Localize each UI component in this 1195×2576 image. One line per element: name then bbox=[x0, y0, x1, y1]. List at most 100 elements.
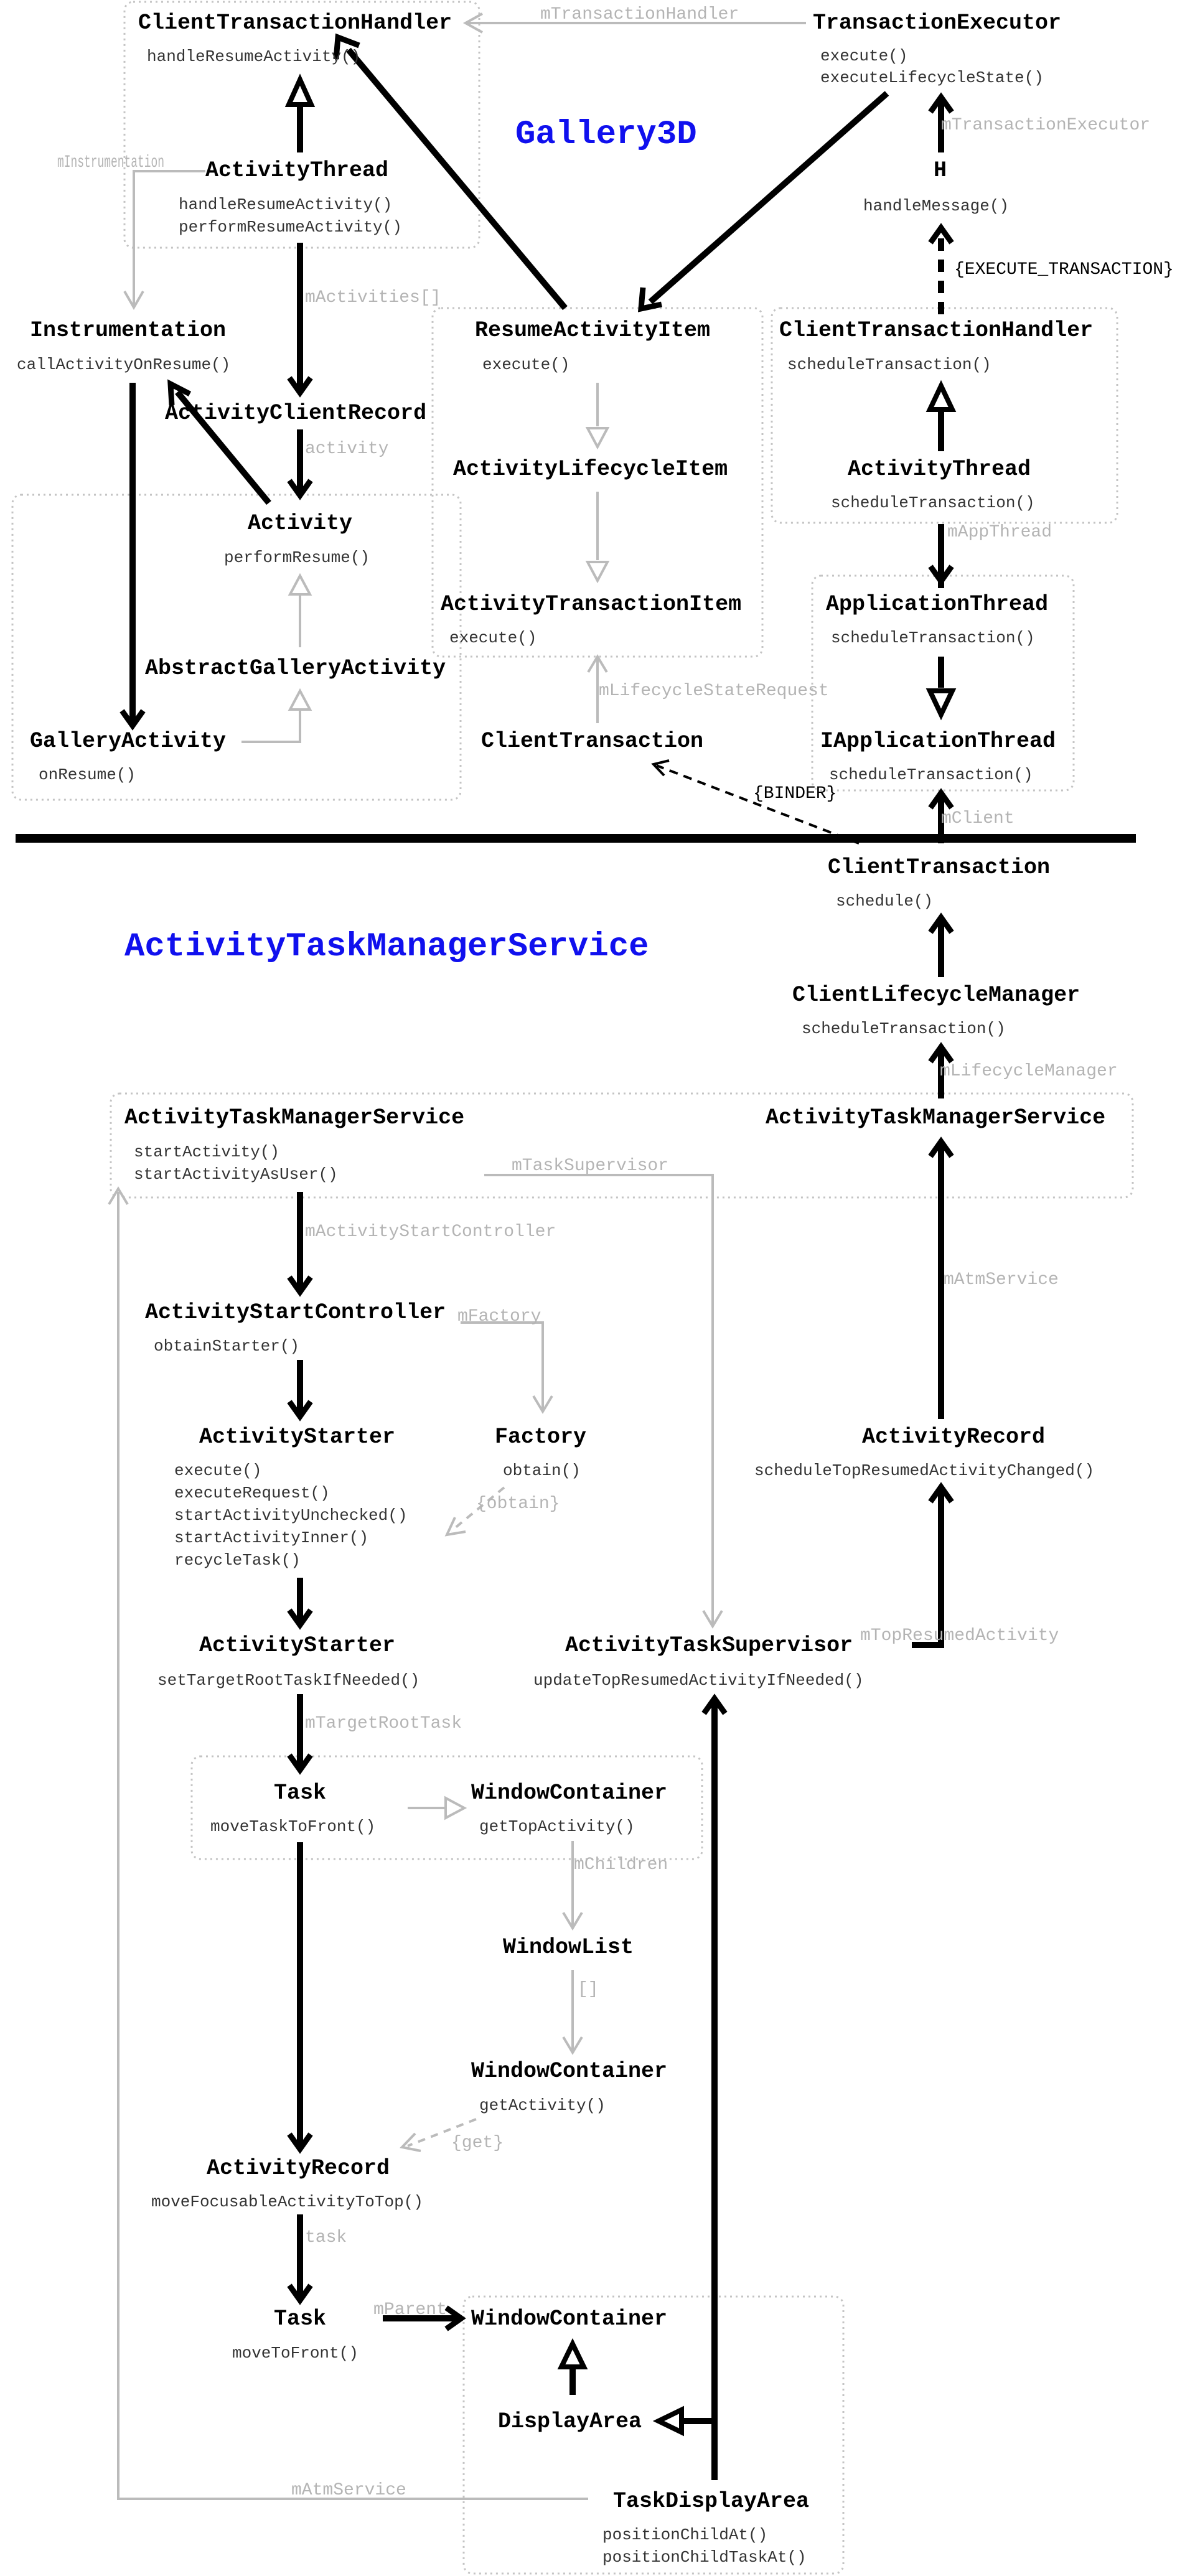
edge-label-obtain: {obtain} bbox=[476, 1494, 560, 1514]
edge-task2-to-wc3-arrowhead bbox=[444, 2305, 466, 2331]
svg-text:startActivityUnchecked(): startActivityUnchecked() bbox=[174, 1506, 407, 1525]
class-node-window-container-2: WindowContainer getActivity() bbox=[471, 2059, 667, 2115]
class-node-task: Task moveTaskToFront() bbox=[210, 1781, 375, 1836]
edge-cth2-to-h-arrowhead bbox=[928, 223, 954, 245]
svg-text:onResume(): onResume() bbox=[39, 766, 136, 784]
class-node-client-transaction-2: ClientTransaction schedule() bbox=[828, 855, 1050, 911]
group-box-application-thread bbox=[811, 574, 1075, 792]
svg-text:startActivityInner(): startActivityInner() bbox=[174, 1529, 368, 1547]
class-node-activity-task-manager-service: ActivityTaskManagerService startActivity… bbox=[124, 1105, 464, 1184]
edge-tda-to-atms1 bbox=[117, 1192, 588, 2500]
svg-text:ClientTransaction: ClientTransaction bbox=[828, 855, 1050, 880]
edge-label-mparent: mParent bbox=[373, 2300, 447, 2320]
svg-text:scheduleTransaction(): scheduleTransaction() bbox=[831, 629, 1035, 647]
edge-te-to-cth-arrowhead bbox=[462, 12, 483, 34]
class-node-factory: Factory obtain() bbox=[495, 1425, 586, 1480]
class-node-transaction-executor: TransactionExecutor execute() executeLif… bbox=[813, 11, 1061, 87]
edge-ga-to-aga-arrowhead bbox=[288, 688, 312, 711]
svg-text:executeLifecycleState(): executeLifecycleState() bbox=[820, 68, 1044, 87]
svg-text:ActivityLifecycleItem: ActivityLifecycleItem bbox=[453, 457, 728, 482]
edge-ct2-to-iat-arrowhead bbox=[928, 788, 954, 810]
edge-appt-to-iat-arrowhead bbox=[926, 688, 957, 721]
class-node-client-transaction: ClientTransaction bbox=[481, 729, 703, 754]
class-node-activity: Activity performResume() bbox=[224, 511, 370, 567]
edge-asc-to-factory bbox=[461, 1321, 544, 1410]
edge-atms1-to-ats bbox=[484, 1174, 714, 1624]
edge-label-mtransactionhandler: mTransactionHandler bbox=[540, 5, 739, 24]
class-node-abstract-gallery-activity: AbstractGalleryActivity bbox=[145, 656, 446, 681]
class-node-activity-thread: ActivityThread handleResumeActivity() pe… bbox=[179, 158, 402, 237]
svg-text:setTargetRootTaskIfNeeded(): setTargetRootTaskIfNeeded() bbox=[157, 1671, 419, 1690]
edge-label-mactivities: mActivities[] bbox=[305, 288, 441, 307]
svg-text:moveToFront(): moveToFront() bbox=[232, 2344, 358, 2363]
svg-text:execute(): execute() bbox=[820, 47, 907, 65]
svg-text:Activity: Activity bbox=[248, 511, 352, 536]
edge-label-mtargetroottask: mTargetRootTask bbox=[305, 1714, 462, 1733]
edge-wc2-to-ar2 bbox=[407, 2118, 477, 2147]
edge-tda-to-ats-arrowhead bbox=[701, 1693, 728, 1715]
edge-da-to-wc3-arrowhead bbox=[557, 2338, 588, 2369]
class-node-activity-thread-2: ActivityThread scheduleTransaction() bbox=[831, 457, 1035, 512]
group-box-task-window-container bbox=[190, 1755, 703, 1860]
svg-text:ActivityRecord: ActivityRecord bbox=[862, 1425, 1045, 1450]
edge-factory-to-as1 bbox=[450, 1486, 505, 1532]
svg-text:positionChildAt(): positionChildAt() bbox=[602, 2526, 767, 2544]
edge-asc-to-as1-arrowhead bbox=[287, 1400, 313, 1421]
edge-label-mfactory: mFactory bbox=[457, 1307, 541, 1326]
edge-ats-to-ar1-arrowhead bbox=[928, 1482, 954, 1504]
svg-text:performResume(): performResume() bbox=[224, 548, 370, 567]
edge-clm-to-ct2-arrowhead bbox=[928, 912, 954, 934]
svg-text:moveTaskToFront(): moveTaskToFront() bbox=[210, 1817, 375, 1836]
svg-text:scheduleTransaction(): scheduleTransaction() bbox=[787, 355, 991, 374]
svg-text:ActivityStarter: ActivityStarter bbox=[199, 1633, 395, 1658]
class-node-window-list: WindowList bbox=[503, 1935, 634, 1960]
svg-text:TransactionExecutor: TransactionExecutor bbox=[813, 11, 1061, 35]
edge-tda-to-da-arrowhead bbox=[652, 2405, 684, 2437]
svg-text:TaskDisplayArea: TaskDisplayArea bbox=[613, 2489, 809, 2514]
svg-text:Task: Task bbox=[274, 2307, 326, 2331]
edge-acr-to-activity-arrowhead bbox=[287, 479, 313, 500]
edge-label-mactivitystartcontroller: mActivityStartController bbox=[305, 1222, 556, 1242]
edge-at1-to-instr-arrowhead bbox=[123, 291, 144, 311]
edge-at2-to-cth2-arrowhead bbox=[926, 380, 957, 412]
svg-text:ResumeActivityItem: ResumeActivityItem bbox=[475, 318, 710, 343]
edge-label-mchildren: mChildren bbox=[574, 1855, 668, 1875]
edge-label-mlifecyclestaterequest: mLifecycleStateRequest bbox=[599, 681, 829, 701]
section-title-atms: ActivityTaskManagerService bbox=[124, 928, 649, 966]
svg-text:handleResumeActivity(): handleResumeActivity() bbox=[179, 195, 392, 214]
edge-ct2-to-ct1-arrowhead bbox=[651, 759, 670, 777]
edge-label-minstrumentation: mInstrumentation bbox=[57, 153, 164, 172]
svg-text:ClientTransactionHandler: ClientTransactionHandler bbox=[138, 11, 452, 35]
edge-tda-to-atms1-arrowhead bbox=[108, 1186, 129, 1206]
svg-text:startActivity(): startActivity() bbox=[134, 1143, 279, 1161]
edge-rai-to-cth1-arrowhead bbox=[333, 33, 360, 60]
class-node-activity-lifecycle-item: ActivityLifecycleItem bbox=[453, 457, 728, 482]
edge-label-binder: {BINDER} bbox=[753, 784, 836, 803]
svg-text:ActivityStartController: ActivityStartController bbox=[145, 1300, 446, 1325]
edge-rai-to-cth1 bbox=[346, 47, 568, 311]
edge-activity-to-acr bbox=[175, 390, 271, 505]
svg-text:WindowContainer: WindowContainer bbox=[471, 2307, 667, 2331]
edge-at1-to-instr bbox=[133, 170, 205, 305]
svg-text:ActivityThread: ActivityThread bbox=[848, 457, 1031, 482]
edge-label-get: {get} bbox=[451, 2133, 504, 2153]
class-node-client-transaction-handler-2: ClientTransactionHandler scheduleTransac… bbox=[779, 318, 1093, 374]
class-node-activity-task-supervisor: ActivityTaskSupervisor updateTopResumedA… bbox=[533, 1633, 864, 1690]
svg-text:WindowList: WindowList bbox=[503, 1935, 634, 1960]
svg-text:getTopActivity(): getTopActivity() bbox=[479, 1817, 635, 1836]
edge-tda-to-da bbox=[682, 2418, 718, 2480]
svg-text:ActivityThread: ActivityThread bbox=[205, 158, 388, 183]
edge-label-mtasksupervisor: mTaskSupervisor bbox=[512, 1156, 668, 1176]
svg-text:updateTopResumedActivityIfNeed: updateTopResumedActivityIfNeeded() bbox=[533, 1671, 864, 1690]
svg-text:moveFocusableActivityToTop(): moveFocusableActivityToTop() bbox=[151, 2193, 423, 2211]
edge-factory-to-as1-arrowhead bbox=[444, 1517, 466, 1537]
edge-at1-to-acr-arrowhead bbox=[287, 376, 313, 398]
class-node-resume-activity-item: ResumeActivityItem execute() bbox=[475, 318, 710, 374]
edge-h-to-te-arrowhead bbox=[928, 92, 954, 114]
svg-text:scheduleTransaction(): scheduleTransaction() bbox=[831, 494, 1035, 512]
edge-ct1-to-ati-arrowhead bbox=[587, 654, 608, 673]
edge-aga-to-activity-arrowhead bbox=[288, 573, 312, 596]
class-node-task-display-area: TaskDisplayArea positionChildAt() positi… bbox=[602, 2489, 809, 2567]
edge-label-matmservice-1: mAtmService bbox=[944, 1270, 1059, 1290]
